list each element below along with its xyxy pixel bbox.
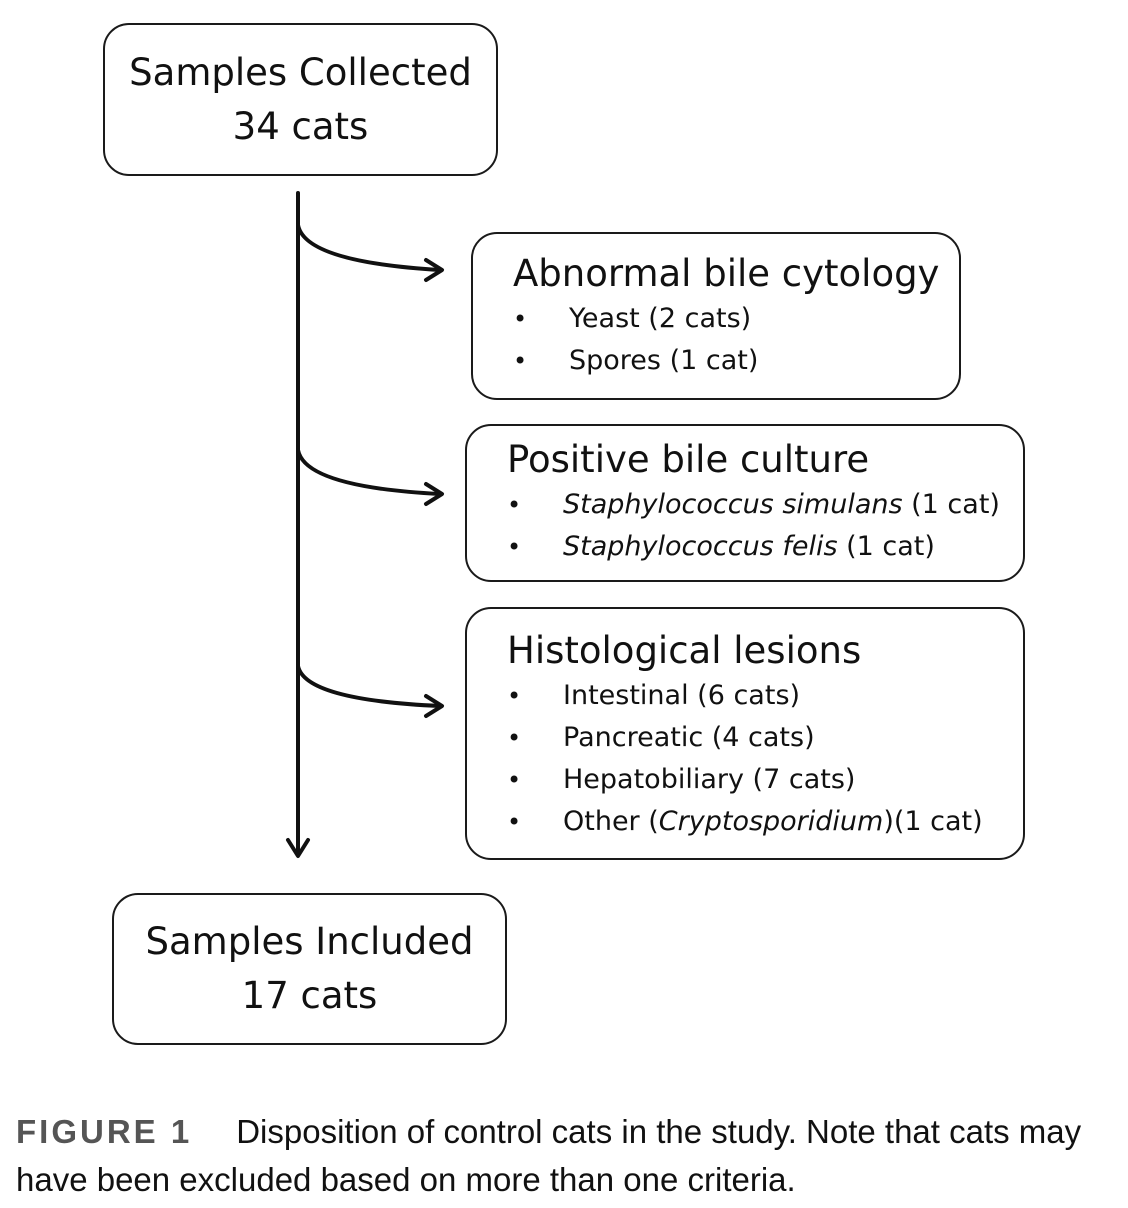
figure-label: FIGURE 1 (16, 1113, 193, 1150)
exclusion-arrow-cytology (296, 223, 442, 272)
exclusion-arrow-histology (296, 664, 442, 708)
positive-bile-culture-box: Positive bile culture •Staphylococcus si… (465, 424, 1025, 582)
list-item: •Pancreatic (4 cats) (507, 717, 983, 759)
bullet-icon: • (507, 724, 522, 752)
exclusion-arrowhead-histology (424, 694, 444, 718)
bullet-icon: • (507, 533, 522, 561)
exclusion-arrowhead-culture (424, 482, 444, 506)
list-item: •Staphylococcus felis (1 cat) (507, 526, 1000, 568)
bullet-icon: • (507, 766, 522, 794)
abnormal-bile-cytology-title: Abnormal bile cytology (513, 252, 940, 295)
bullet-icon: • (513, 347, 528, 375)
list-item: •Hepatobiliary (7 cats) (507, 759, 983, 801)
list-item: •Intestinal (6 cats) (507, 675, 983, 717)
positive-bile-culture-title: Positive bile culture (507, 438, 870, 481)
main-flow-arrowhead (286, 838, 310, 858)
figure-caption-text: Disposition of control cats in the study… (16, 1113, 1082, 1198)
bullet-icon: • (507, 682, 522, 710)
histological-lesions-list: •Intestinal (6 cats) •Pancreatic (4 cats… (507, 675, 983, 843)
exclusion-arrowhead-cytology (424, 258, 444, 282)
samples-collected-box: Samples Collected 34 cats (103, 23, 498, 176)
list-item: •Spores (1 cat) (513, 340, 939, 382)
list-item: •Yeast (2 cats) (513, 298, 939, 340)
abnormal-bile-cytology-box: Abnormal bile cytology •Yeast (2 cats) •… (471, 232, 961, 400)
histological-lesions-title: Histological lesions (507, 629, 862, 672)
positive-bile-culture-list: •Staphylococcus simulans (1 cat) •Staphy… (507, 484, 1000, 568)
samples-included-label: Samples Included (145, 920, 474, 963)
histological-lesions-box: Histological lesions •Intestinal (6 cats… (465, 607, 1025, 860)
samples-included-count: 17 cats (241, 974, 378, 1017)
list-item: •Other (Cryptosporidium)(1 cat) (507, 801, 983, 843)
samples-collected-label: Samples Collected (129, 50, 472, 94)
samples-collected-count: 34 cats (232, 104, 369, 148)
samples-included-box: Samples Included 17 cats (112, 893, 507, 1045)
exclusion-arrow-culture (296, 448, 442, 496)
bullet-icon: • (513, 305, 528, 333)
bullet-icon: • (507, 491, 522, 519)
bullet-icon: • (507, 808, 522, 836)
abnormal-bile-cytology-list: •Yeast (2 cats) •Spores (1 cat) (513, 298, 939, 382)
list-item: •Staphylococcus simulans (1 cat) (507, 484, 1000, 526)
